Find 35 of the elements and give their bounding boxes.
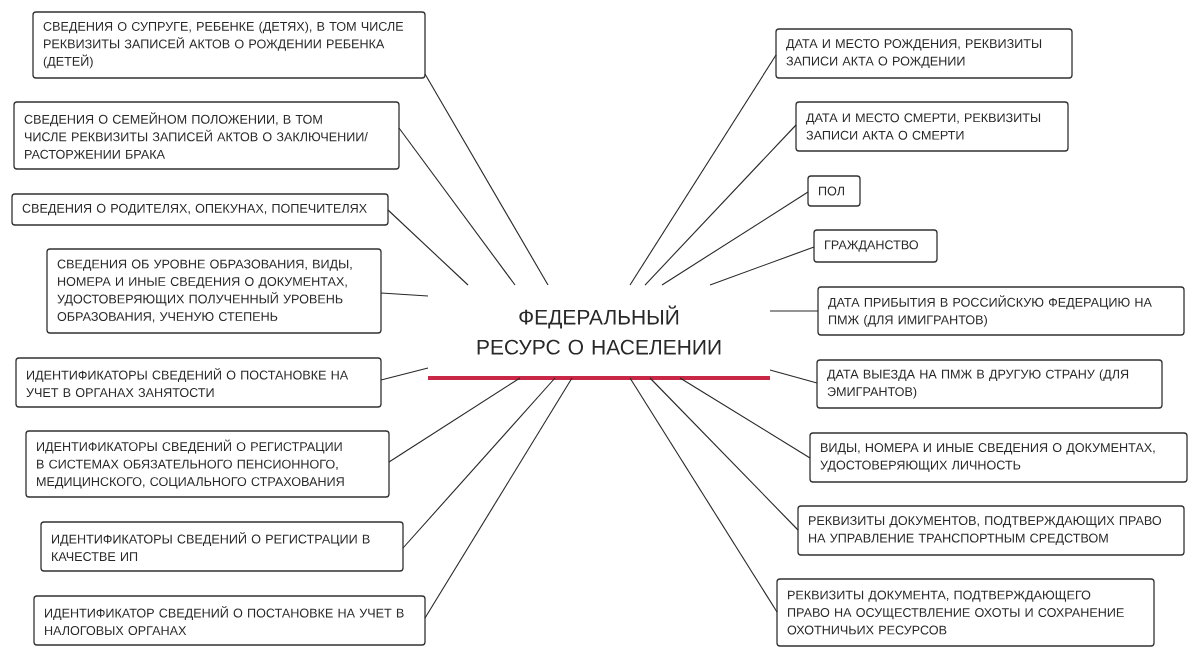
connector-line: [380, 367, 429, 381]
topic-box: ИДЕНТИФИКАТОРЫ СВЕДЕНИЙ О ПОСТАНОВКЕ НА УЧЕТ В ОРГАНАХ ЗАНЯТОСТИ: [15, 357, 382, 408]
topic-box: ГРАЖДАНСТВО: [813, 229, 938, 263]
topic-box: СВЕДЕНИЯ О СЕМЕЙНОМ ПОЛОЖЕНИИ, В ТОМ ЧИСЛЕ РЕКВИЗИТЫ ЗАПИСЕЙ АКТОВ О ЗАКЛЮЧЕНИИ/ РАСТОРЖЕНИИ БРАКА: [13, 101, 400, 170]
connector-line: [388, 377, 521, 463]
connector-line: [424, 377, 573, 619]
topic-box: ДАТА И МЕСТО СМЕРТИ, РЕКВИЗИТЫ ЗАПИСИ АКТА О СМЕРТИ: [795, 101, 1069, 152]
connector-line: [629, 377, 778, 613]
topic-box: СВЕДЕНИЯ О СУПРУГЕ, РЕБЕНКЕ (ДЕТЯХ), В ТОМ ЧИСЛЕ РЕКВИЗИТЫ ЗАПИСЕЙ АКТОВ О РОЖДЕНИИ РЕБЕНКА (ДЕТЕЙ): [32, 11, 426, 79]
topic-box: ИДЕНТИФИКАТОРЫ СВЕДЕНИЙ О РЕГИСТРАЦИИ В СИСТЕМАХ ОБЯЗАТЕЛЬНОГО ПЕНСИОННОГО, МЕДИЦИНСКОГО, СОЦИАЛЬНОГО СТРАХОВАНИЯ: [25, 430, 390, 498]
connector-line: [769, 369, 818, 384]
topic-box: ДАТА ВЫЕЗДА НА ПМЖ В ДРУГУЮ СТРАНУ (ДЛЯ ЭМИГРАНТОВ): [816, 359, 1163, 409]
connector-line: [649, 377, 799, 531]
connector-line: [380, 292, 429, 297]
connector-line: [709, 246, 815, 286]
topic-box: СВЕДЕНИЯ ОБ УРОВНЕ ОБРАЗОВАНИЯ, ВИДЫ, НОМЕРА И ИНЫЕ СВЕДЕНИЯ О ДОКУМЕНТАХ, УДОСТОВЕРЯЮЩИХ ПОЛУЧЕННЫЙ УРОВЕНЬ ОБРАЗОВАНИЯ, УЧЕНУЮ СТЕПЕНЬ: [46, 248, 382, 334]
connector-line: [769, 310, 819, 312]
topic-box: ИДЕНТИФИКАТОР СВЕДЕНИЙ О ПОСТАНОВКЕ НА УЧЕТ В НАЛОГОВЫХ ОРГАНАХ: [33, 595, 426, 646]
connector-line: [398, 127, 516, 286]
topic-box: ДАТА И МЕСТО РОЖДЕНИЯ, РЕКВИЗИТЫ ЗАПИСИ АКТА О РОЖДЕНИИ: [775, 28, 1073, 79]
connector-line: [644, 124, 797, 286]
topic-box: ВИДЫ, НОМЕРА И ИНЫЕ СВЕДЕНИЯ О ДОКУМЕНТАХ, УДОСТОВЕРЯЮЩИХ ЛИЧНОСТЬ: [809, 432, 1188, 483]
connector-line: [679, 377, 811, 459]
connector-line: [629, 54, 777, 286]
connector-line: [424, 73, 549, 286]
topic-box: ИДЕНТИФИКАТОРЫ СВЕДЕНИЙ О РЕГИСТРАЦИИ В КАЧЕСТВЕ ИП: [40, 521, 404, 572]
connector-line: [402, 377, 556, 549]
topic-box: СВЕДЕНИЯ О РОДИТЕЛЯХ, ОПЕКУНАХ, ПОПЕЧИТЕЛЯХ: [11, 193, 389, 226]
topic-box: РЕКВИЗИТЫ ДОКУМЕНТОВ, ПОДТВЕРЖДАЮЩИХ ПРАВО НА УПРАВЛЕНИЕ ТРАНСПОРТНЫМ СРЕДСТВОМ: [797, 505, 1185, 556]
central-topic: ФЕДЕРАЛЬНЫЙ РЕСУРС О НАСЕЛЕНИИ: [428, 305, 770, 380]
topic-box: ПОЛ: [807, 175, 861, 207]
topic-box: РЕКВИЗИТЫ ДОКУМЕНТА, ПОДТВЕРЖДАЮЩЕГО ПРАВО НА ОСУЩЕСТВЛЕНИЕ ОХОТЫ И СОХРАНЕНИЕ ОХОТНИЧЬИХ РЕСУРСОВ: [776, 578, 1155, 647]
topic-box: ДАТА ПРИБЫТИЯ В РОССИЙСКУЮ ФЕДЕРАЦИЮ НА ПМЖ (ДЛЯ ИМИГРАНТОВ): [817, 286, 1185, 336]
connector-line: [661, 191, 809, 286]
connector-line: [387, 209, 469, 286]
